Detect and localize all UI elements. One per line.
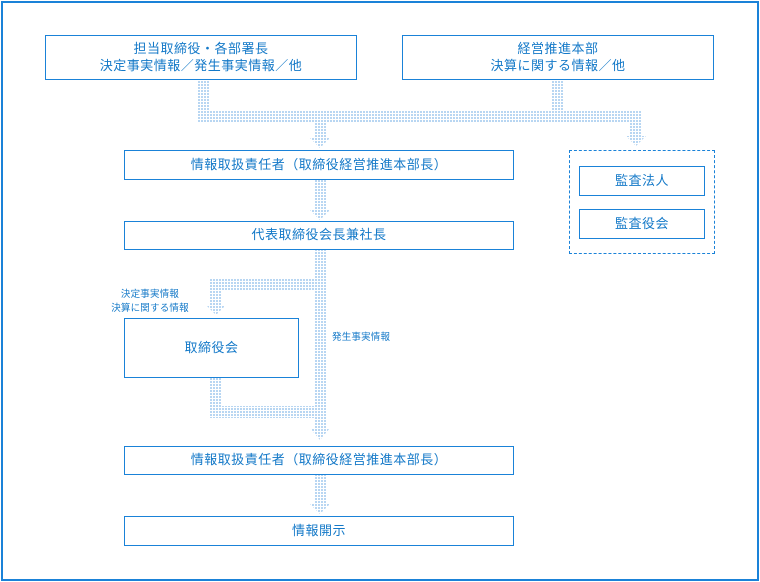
info-officer-top-box: 情報取扱責任者（取締役経営推進本部長） [124, 150, 514, 180]
audit-group [569, 150, 715, 254]
board-label: 取締役会 [184, 340, 239, 356]
board-box: 取締役会 [124, 318, 299, 378]
info-officer-top-label: 情報取扱責任者（取締役経営推進本部長） [190, 157, 448, 173]
connector-board-down [210, 279, 222, 307]
arrow-to-officer [310, 138, 330, 148]
managers-box: 担当取締役・各部署長 決定事実情報／発生事実情報／他 [45, 35, 357, 80]
management-hq-subtitle: 決算に関する情報／他 [490, 58, 626, 74]
arrow-to-president [310, 210, 330, 220]
board-input-settlement-label: 決算に関する情報 [111, 303, 189, 314]
managers-title: 担当取締役・各部署長 [133, 41, 269, 57]
arrow-to-officer-bottom [310, 428, 330, 440]
disclosure-label: 情報開示 [291, 523, 346, 539]
managers-subtitle: 決定事実情報／発生事実情報／他 [99, 58, 303, 74]
connector-top-bus [197, 110, 637, 122]
connector-board-merge [210, 406, 326, 418]
audit-corporation-box: 監査法人 [579, 166, 705, 196]
president-label: 代表取締役会長兼社長 [251, 228, 387, 243]
arrow-to-audit [626, 136, 646, 146]
president-box: 代表取締役会長兼社長 [124, 221, 514, 250]
disclosure-box: 情報開示 [124, 516, 514, 546]
connector-board-branch [210, 279, 326, 291]
connector-main-line [314, 250, 326, 428]
connector-to-disclosure [314, 474, 326, 506]
connector-officer-president [314, 180, 326, 212]
info-officer-bottom-label: 情報取扱責任者（取締役経営推進本部長） [190, 453, 448, 468]
management-hq-box: 経営推進本部 決算に関する情報／他 [402, 35, 714, 80]
board-input-decision-label: 決定事実情報 [120, 289, 180, 300]
connector-to-officer [314, 110, 326, 140]
arrow-to-disclosure [310, 504, 330, 514]
audit-corporation-label: 監査法人 [614, 173, 669, 189]
arrow-to-board [206, 305, 226, 315]
occurrence-info-label: 発生事実情報 [332, 332, 391, 343]
connector-to-audit [630, 110, 642, 138]
info-officer-bottom-box: 情報取扱責任者（取締役経営推進本部長） [124, 446, 514, 475]
audit-board-box: 監査役会 [579, 209, 705, 239]
board-input-label: 決定事実情報 決算に関する情報 [105, 288, 195, 316]
audit-board-label: 監査役会 [614, 216, 669, 232]
management-hq-title: 経営推進本部 [517, 41, 599, 57]
